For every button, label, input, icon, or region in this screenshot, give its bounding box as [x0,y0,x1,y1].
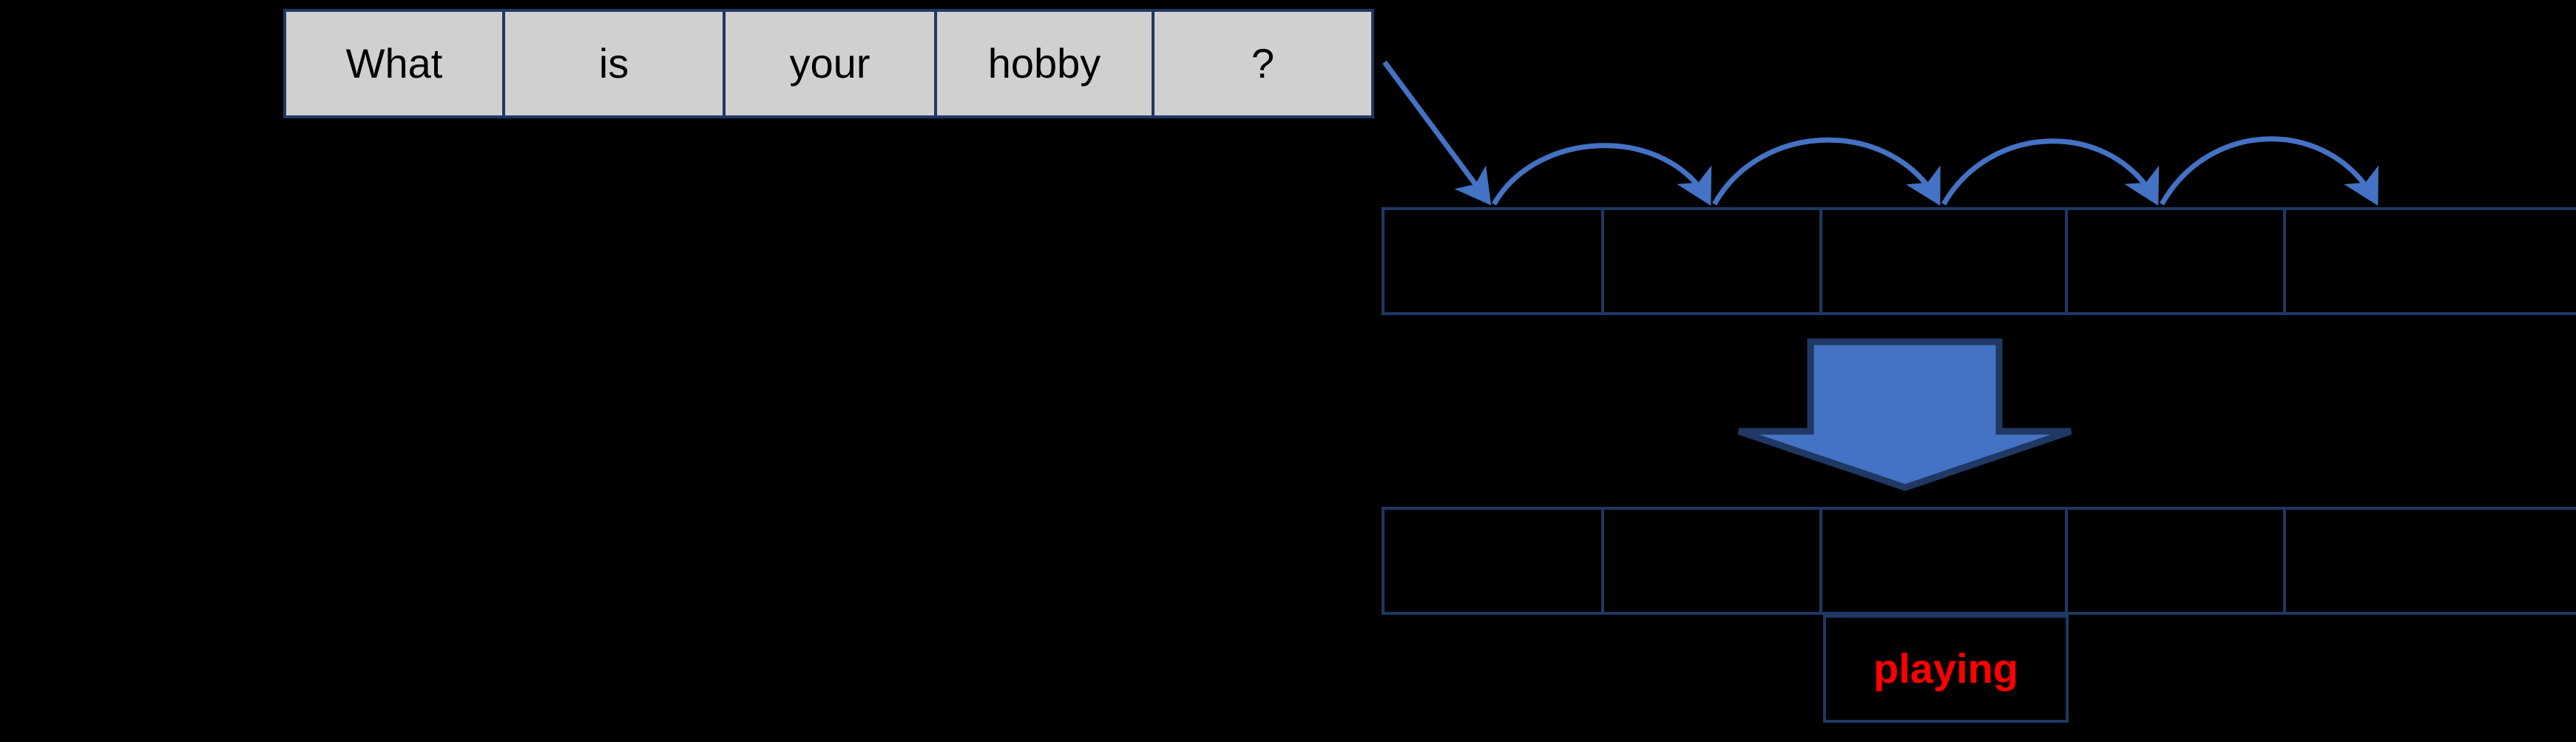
decoder-cell[interactable] [1382,507,1604,615]
output-token-label: playing [1873,645,2019,692]
decoder-cell[interactable] [2065,507,2286,615]
decoder-cell[interactable] [2283,207,2576,315]
input-to-decoder-arrow [1382,60,1492,206]
source-token-cell[interactable]: your [723,9,937,118]
token-hop-arc [1711,137,1941,206]
decoder-step-block-arrow [1737,338,2072,491]
source-token-label: ? [1251,40,1275,87]
decoder-cell[interactable] [1601,207,1822,315]
decoder-cell[interactable] [1382,207,1604,315]
decoder-cell[interactable] [2065,207,2286,315]
token-hop-arc [2159,136,2379,206]
source-token-label: your [789,40,871,87]
decoder-row-1 [1382,207,2576,315]
source-token-cell[interactable]: hobby [934,9,1155,118]
token-hop-arc [1941,138,2160,206]
decoder-cell[interactable] [2283,507,2576,615]
decoder-row-2 [1382,507,2576,615]
source-token-cell[interactable]: ? [1152,9,1374,118]
decoder-cell[interactable] [1819,207,2068,315]
source-token-label: What [345,40,443,87]
source-token-label: is [598,40,629,87]
token-hop-arc [1491,143,1712,206]
decoder-cell[interactable] [1601,507,1822,615]
output-token-cell[interactable]: playing [1823,615,2069,723]
decoder-cell[interactable] [1819,507,2068,615]
source-token-cell[interactable]: What [283,9,505,118]
source-token-label: hobby [987,40,1101,87]
source-token-row: What is your hobby ? [283,9,1374,118]
source-token-cell[interactable]: is [502,9,726,118]
